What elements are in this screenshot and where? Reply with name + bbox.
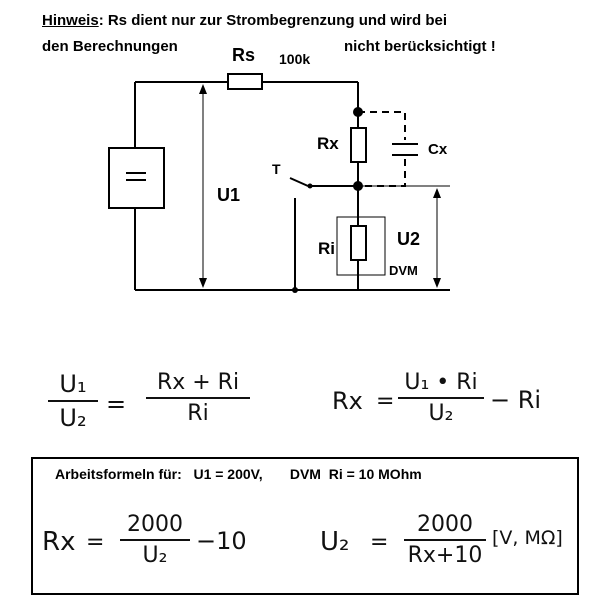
formula2-den: U₂ xyxy=(428,401,454,426)
hint-line2-right: nicht berücksichtigt ! xyxy=(344,38,496,55)
formula4-lhs: U₂ xyxy=(320,527,350,557)
formula3-fraction: 2000 U₂ xyxy=(120,512,190,568)
formula2-eq: = xyxy=(376,389,395,414)
formula3-tail: −10 xyxy=(196,527,247,555)
formula3-lhs: Rx xyxy=(42,527,76,557)
resistor-rx xyxy=(350,127,367,163)
formula1-rhs-fraction: Rx + Ri Ri xyxy=(146,370,250,426)
formula1-lhs-fraction: U₁ U₂ xyxy=(48,370,98,432)
label-u2: U2 xyxy=(397,229,421,249)
hint-note: Hinweis: Rs dient nur zur Strombegrenzun… xyxy=(42,8,562,60)
formula2-num: U₁ • Ri xyxy=(398,370,484,399)
label-ri: Ri xyxy=(318,239,335,258)
formula1-lhs-den: U₂ xyxy=(59,404,87,432)
formula1-eq: = xyxy=(106,390,127,418)
formula2-tail: − Ri xyxy=(490,386,542,414)
junction-middle xyxy=(353,181,363,191)
formula4-eq: = xyxy=(370,530,389,555)
formula1-rhs-num: Rx + Ri xyxy=(146,370,250,399)
formula4-unit: [V, MΩ] xyxy=(492,527,563,549)
resistor-rs xyxy=(227,73,263,90)
formula2-fraction: U₁ • Ri U₂ xyxy=(398,370,484,426)
label-rx: Rx xyxy=(317,134,339,153)
formula4-den: Rx+10 xyxy=(407,543,483,568)
label-rs-value: 100k xyxy=(279,51,311,67)
label-dvm: DVM xyxy=(389,263,418,278)
working-formulas-title: Arbeitsformeln für: U1 = 200V, DVM Ri = … xyxy=(55,466,422,482)
hint-line1: : Rs dient nur zur Strombegrenzung und w… xyxy=(98,12,448,29)
switch-contact xyxy=(307,183,313,189)
formula4-num: 2000 xyxy=(404,512,486,541)
formula4-fraction: 2000 Rx+10 xyxy=(404,512,486,568)
label-switch-t: T xyxy=(272,161,281,177)
junction-top xyxy=(353,107,363,117)
resistor-ri xyxy=(350,225,367,261)
dc-source-box xyxy=(108,147,165,209)
formula3-den: U₂ xyxy=(142,543,168,568)
working-formulas-box xyxy=(31,457,579,595)
formula1-lhs-num: U₁ xyxy=(48,370,98,402)
label-cx: Cx xyxy=(428,141,448,158)
switch-blade xyxy=(289,177,309,187)
formula2-lhs: Rx xyxy=(332,387,363,415)
formula1-rhs-den: Ri xyxy=(187,401,209,426)
dvm-box xyxy=(336,216,386,276)
hint-line2-left: den Berechnungen xyxy=(42,38,178,55)
label-u1: U1 xyxy=(217,185,241,205)
cx-lead-top xyxy=(358,111,406,140)
formula3-num: 2000 xyxy=(120,512,190,541)
junction-bottom xyxy=(292,287,298,293)
hint-prefix: Hinweis xyxy=(42,12,99,29)
formula3-eq: = xyxy=(86,530,105,555)
cx-lead-bottom xyxy=(360,159,406,187)
label-rs: Rs xyxy=(232,45,256,65)
